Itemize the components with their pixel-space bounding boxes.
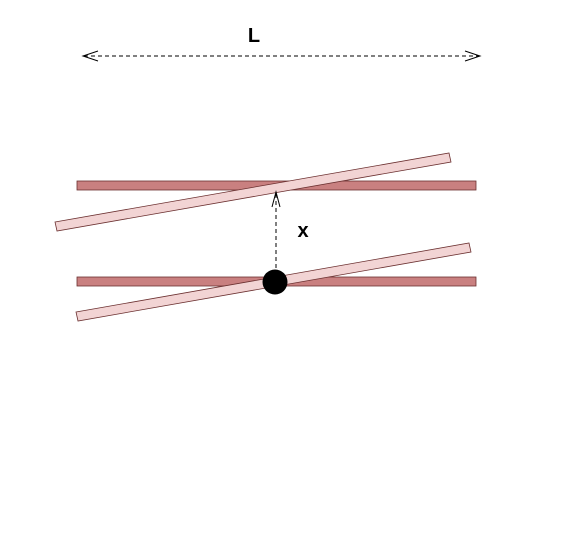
length-arrowhead-right (464, 50, 482, 62)
separation-dimension: x (271, 190, 309, 268)
upper-tilted-bar (54, 152, 452, 232)
pivot-point (262, 269, 288, 295)
length-dimension: L (81, 25, 482, 62)
separation-arrowhead (271, 190, 281, 208)
length-arrowhead-left (81, 50, 99, 62)
length-label: L (248, 25, 260, 47)
separation-label: x (297, 220, 308, 242)
